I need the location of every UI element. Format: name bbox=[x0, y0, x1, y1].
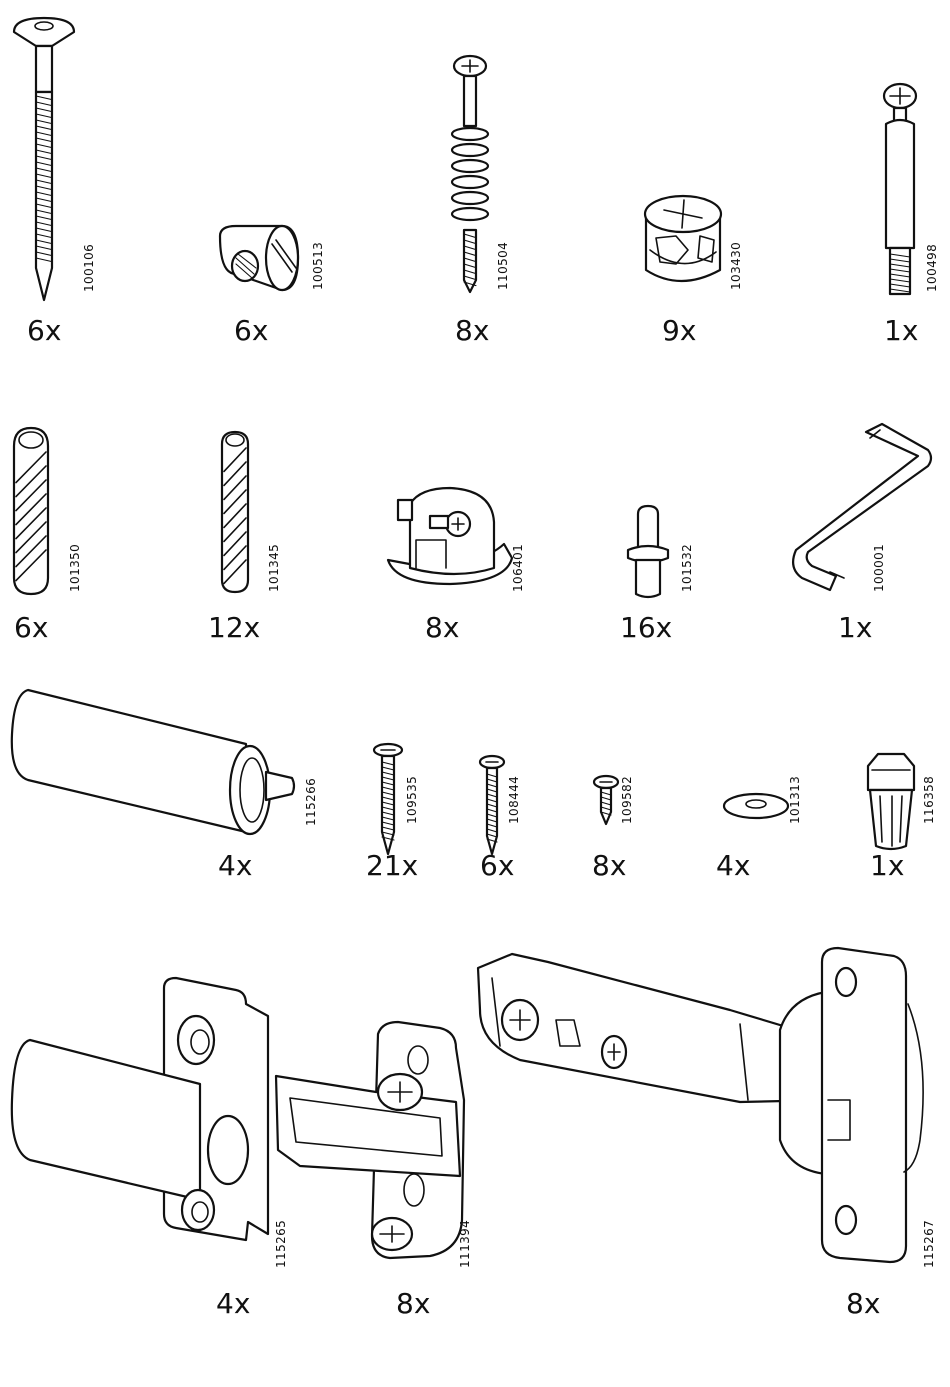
part-code: 116358 bbox=[922, 776, 936, 824]
barrel-nut-icon bbox=[220, 226, 298, 290]
plastic-plug-icon bbox=[868, 754, 914, 849]
part-quantity: 4x bbox=[716, 851, 750, 881]
part-quantity: 1x bbox=[884, 316, 918, 346]
part-code: 111394 bbox=[458, 1220, 472, 1268]
connector-bolt-icon bbox=[884, 84, 916, 294]
part-quantity: 12x bbox=[208, 613, 260, 643]
part-code: 100001 bbox=[872, 544, 886, 592]
part-code: 101313 bbox=[788, 776, 802, 824]
shelf-pin-icon bbox=[628, 506, 668, 597]
wood-screw-medium-icon bbox=[374, 744, 402, 854]
part-code: 109535 bbox=[405, 776, 419, 824]
wood-screw-long-icon bbox=[480, 756, 504, 854]
wood-screw-short-icon bbox=[594, 776, 618, 824]
part-code: 106401 bbox=[511, 544, 525, 592]
part-code: 115266 bbox=[304, 778, 318, 826]
part-code: 115265 bbox=[274, 1220, 288, 1268]
part-code: 110504 bbox=[496, 242, 510, 290]
part-quantity: 16x bbox=[620, 613, 672, 643]
part-quantity: 8x bbox=[396, 1289, 430, 1319]
part-quantity: 8x bbox=[425, 613, 459, 643]
washer-icon bbox=[724, 794, 788, 818]
cabinet-hinge-icon bbox=[478, 948, 923, 1262]
part-quantity: 6x bbox=[480, 851, 514, 881]
push-opener-bracket-icon bbox=[12, 978, 268, 1240]
cam-screw-icon bbox=[452, 56, 488, 292]
small-dowel-icon bbox=[222, 432, 248, 592]
part-quantity: 4x bbox=[216, 1289, 250, 1319]
part-code: 109582 bbox=[620, 776, 634, 824]
part-quantity: 8x bbox=[592, 851, 626, 881]
large-dowel-icon bbox=[14, 428, 48, 594]
part-quantity: 9x bbox=[662, 316, 696, 346]
part-quantity: 21x bbox=[366, 851, 418, 881]
part-code: 108444 bbox=[507, 776, 521, 824]
push-opener-icon bbox=[12, 690, 294, 834]
part-quantity: 6x bbox=[14, 613, 48, 643]
long-screw-icon bbox=[14, 18, 74, 300]
part-code: 101345 bbox=[267, 544, 281, 592]
part-quantity: 6x bbox=[27, 316, 61, 346]
mounting-plate-icon bbox=[276, 1022, 464, 1258]
part-quantity: 1x bbox=[838, 613, 872, 643]
part-code: 101350 bbox=[68, 544, 82, 592]
part-quantity: 4x bbox=[218, 851, 252, 881]
part-code: 101532 bbox=[680, 544, 694, 592]
part-code: 100513 bbox=[311, 242, 325, 290]
part-code: 115267 bbox=[922, 1220, 936, 1268]
allen-key-icon bbox=[793, 424, 931, 590]
cam-lock-icon bbox=[645, 196, 721, 281]
part-code: 103430 bbox=[729, 242, 743, 290]
connector-fitting-icon bbox=[388, 488, 512, 584]
part-quantity: 6x bbox=[234, 316, 268, 346]
part-code: 100498 bbox=[925, 244, 939, 292]
part-quantity: 8x bbox=[846, 1289, 880, 1319]
part-code: 100106 bbox=[82, 244, 96, 292]
part-quantity: 8x bbox=[455, 316, 489, 346]
part-quantity: 1x bbox=[870, 851, 904, 881]
